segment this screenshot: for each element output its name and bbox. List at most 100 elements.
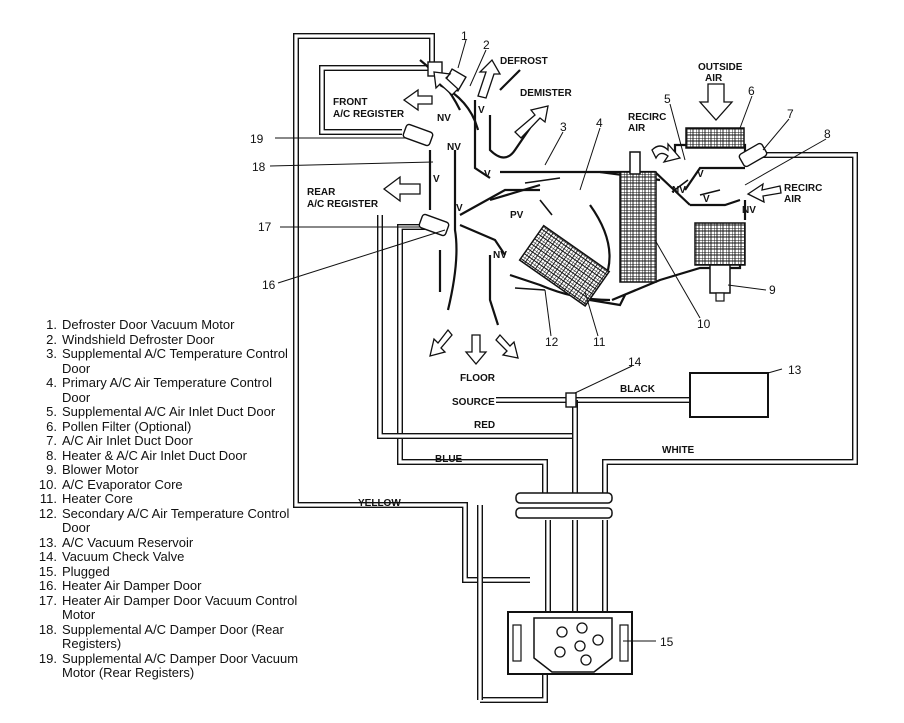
label-nv-e: NV [742,205,756,216]
legend-item: 7.A/C Air Inlet Duct Door [0,433,300,449]
callout-14: 14 [628,355,642,369]
legend-item: 15. Plugged [0,563,300,580]
legend-number: 16. [38,578,57,593]
label-pv: PV [510,210,524,221]
demister-arrow [514,105,549,139]
label-v-a: V [478,105,485,116]
legend-text: Supplemental A/C Temperature Control Doo… [62,346,288,376]
temp-door-stem [629,151,641,175]
legend-number: 17. [38,592,57,608]
legend-text: Windshield Defroster Door [62,331,215,347]
legend-text: Supplemental A/C Damper Door Vacuum Moto… [62,650,299,680]
legend-text: Heater & A/C Air Inlet Duct Door [62,447,247,463]
label-demister: DEMISTER [520,88,572,99]
legend-item: 19. Supplemental A/C Damper Door Vacuum M… [0,650,300,681]
callout-9: 9 [769,283,776,297]
legend-number: 4. [46,375,57,390]
label-outside-2: AIR [705,73,723,84]
label-recirc-right-1: RECIRC [784,183,822,194]
legend-item: 12.Secondary A/C Air Temperature Control… [0,505,300,536]
label-nv-d: NV [672,185,686,196]
label-v-c: V [484,169,491,180]
legend-number: 13. [38,534,57,550]
callout-16: 16 [262,278,276,292]
callout-8: 8 [824,127,831,141]
label-v-f: V [703,194,710,205]
callout-7: 7 [787,107,794,121]
label-floor: FLOOR [460,373,496,384]
label-nv-a: NV [437,113,451,124]
legend-text: Defroster Door Vacuum Motor [62,317,235,332]
legend-item: 3.Supplemental A/C Temperature Control D… [0,346,300,376]
floor-arrow-1 [429,328,453,357]
callout-12: 12 [545,335,559,349]
floor-arrow-2 [464,334,488,366]
label-source: SOURCE [452,397,495,408]
legend-item: 14. Vacuum Check Valve [0,549,300,565]
label-v-d: V [456,203,463,214]
callout-17: 17 [258,220,272,234]
label-rear-1: REAR [307,187,336,198]
legend-text: Plugged [62,563,110,579]
legend-number: 9. [46,462,57,477]
floor-arrow-3 [495,333,519,359]
check-valve [565,392,577,408]
legend-text: Supplemental A/C Air Inlet Duct Door [62,404,276,419]
pollen-filter [685,127,745,149]
label-front-1: FRONT [333,97,367,108]
legend-number: 2. [46,331,57,347]
heater-core [518,224,611,308]
legend-item: 2. Windshield Defroster Door [0,331,300,348]
hose-clamp [515,492,613,519]
legend-item: 9. Blower Motor [0,462,300,478]
yellow-hose [293,33,530,583]
legend-number: 15. [38,563,57,579]
legend-number: 5. [46,404,57,419]
legend-text: Pollen Filter (Optional) [62,418,192,434]
legend-number: 19. [38,650,57,666]
legend-number: 14. [38,549,57,564]
legend-item: 18.Supplemental A/C Damper Door (Rear Re… [0,621,300,652]
vacuum-hoses [293,33,858,703]
callout-1: 1 [461,29,468,43]
label-front-2: A/C REGISTER [333,109,405,120]
callout-6: 6 [748,84,755,98]
legend-text: Heater Air Damper Door Vacuum Control Mo… [62,592,298,622]
legend-text: A/C Vacuum Reservoir [62,534,194,550]
legend-item: 17. Heater Air Damper Door Vacuum Control… [0,592,300,623]
legend-item: 1. Defroster Door Vacuum Motor [0,317,300,333]
legend-item: 11. Heater Core [0,491,300,507]
label-white: WHITE [662,445,695,456]
legend-item: 13. A/C Vacuum Reservoir [0,534,300,551]
label-v-e: V [697,169,704,180]
legend-text: Vacuum Check Valve [62,549,185,564]
legend-text: Blower Motor [62,462,139,477]
legend-text: Supplemental A/C Damper Door (Rear Regis… [62,621,284,651]
label-outside-1: OUTSIDE [698,62,743,73]
callout-leaders [269,39,827,642]
legend-item: 10.A/C Evaporator Core [0,477,300,493]
callout-3: 3 [560,120,567,134]
label-nv-b: NV [447,142,461,153]
callout-11: 11 [593,335,606,349]
legend-number: 6. [46,418,57,434]
label-v-b: V [433,174,440,185]
legend-text: Primary A/C Air Temperature Control Door [62,375,272,405]
front-defrost-arrow [433,71,459,96]
blue-hose [397,224,548,495]
callout-19: 19 [250,132,264,146]
defrost-arrow [477,58,502,99]
heater-core-pipe [589,294,626,307]
callout-18: 18 [252,160,266,174]
legend-text: Heater Core [62,491,133,506]
flow-labels: DEFROST DEMISTER FRONT A/C REGISTER REAR… [307,56,822,509]
label-nv-c: NV [493,250,507,261]
legend-number: 1. [46,317,57,332]
blower-motor [694,222,746,302]
label-yellow: YELLOW [358,498,401,509]
legend-number: 11. [39,491,57,506]
legend-text: Secondary A/C Air Temperature Control Do… [62,505,290,535]
vacuum-reservoir [689,372,769,418]
